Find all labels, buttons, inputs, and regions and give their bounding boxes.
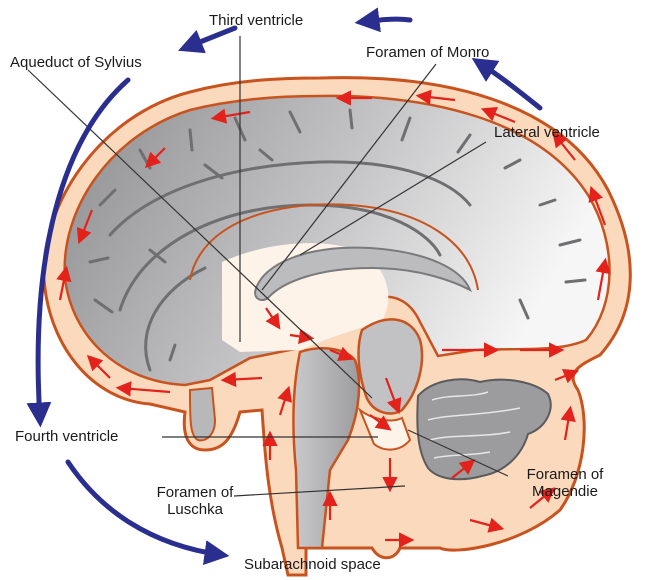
label-foramen-of-magendie-line1: Foramen of bbox=[520, 466, 610, 483]
label-foramen-of-magendie-line2: Magendie bbox=[520, 483, 610, 500]
label-foramen-of-monro: Foramen of Monro bbox=[366, 44, 489, 61]
label-foramen-of-luschka: Foramen of Luschka bbox=[155, 484, 235, 518]
label-lateral-ventricle: Lateral ventricle bbox=[494, 124, 600, 141]
label-foramen-of-luschka-line1: Foramen of bbox=[155, 484, 235, 501]
label-fourth-ventricle: Fourth ventricle bbox=[15, 428, 118, 445]
label-foramen-of-magendie: Foramen of Magendie bbox=[520, 466, 610, 500]
label-aqueduct-of-sylvius: Aqueduct of Sylvius bbox=[10, 54, 142, 71]
label-third-ventricle: Third ventricle bbox=[209, 12, 303, 29]
label-foramen-of-luschka-line2: Luschka bbox=[155, 501, 235, 518]
occipital-extension bbox=[190, 388, 215, 440]
label-subarachnoid-space: Subarachnoid space bbox=[244, 556, 381, 573]
